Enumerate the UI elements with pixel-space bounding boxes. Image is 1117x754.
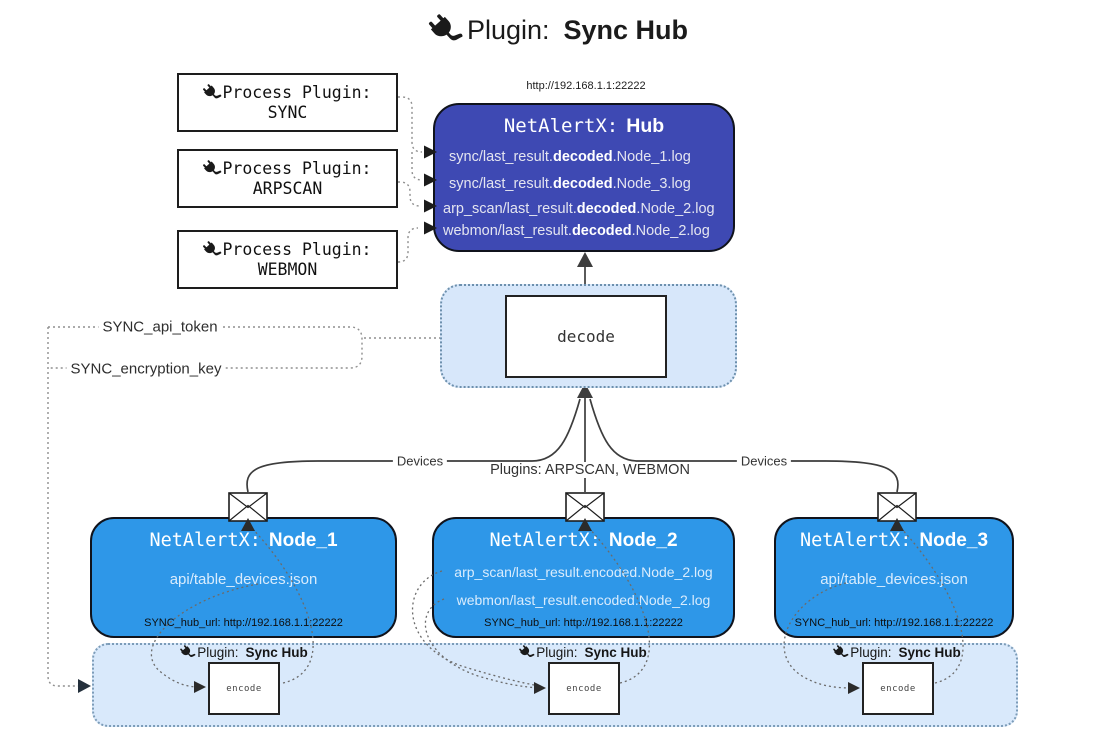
plug-icon <box>177 642 197 663</box>
envelope-icon <box>228 492 268 522</box>
hub-title: NetAlertX: Hub <box>435 115 733 138</box>
process-plugin-name: SYNC <box>267 103 308 122</box>
node3-file: api/table_devices.json <box>820 571 968 588</box>
node1-file: api/table_devices.json <box>169 571 318 588</box>
arrowhead-into-bar <box>78 679 91 693</box>
node2-footer: SYNC_hub_url: http://192.168.1.1:22222 <box>484 617 683 629</box>
process-plugin-label: Process Plugin: <box>222 159 372 178</box>
process-plugin-sync: Process Plugin: SYNC <box>177 73 398 132</box>
hub-file-row: webmon/last_result.decoded.Node_2.log <box>443 223 710 239</box>
edge-label-devices-right: Devices <box>736 453 792 469</box>
node2-file: arp_scan/last_result.encoded.Node_2.log <box>454 564 713 580</box>
envelope-icon <box>877 492 917 522</box>
edge-sync-to-hub-2 <box>411 152 423 181</box>
plug-icon <box>516 642 536 663</box>
node1-title: NetAlertX:Node_1 <box>149 530 338 551</box>
edge-webmon-to-hub <box>397 227 419 263</box>
hub-box: NetAlertX: Hub sync/last_result.decoded.N… <box>433 103 735 252</box>
plug-icon <box>422 8 467 53</box>
hub-title-name: Hub <box>626 115 665 137</box>
page-title: Plugin: Sync Hub <box>0 14 1117 47</box>
edge-label-devices-left: Devices <box>392 453 448 469</box>
hub-file-row: sync/last_result.decoded.Node_3.log <box>449 176 691 192</box>
config-api-token-label: SYNC_api_token <box>98 318 222 336</box>
edge-config-to-encoders <box>47 327 78 687</box>
config-encryption-key-label: SYNC_encryption_key <box>66 360 226 378</box>
edge-arpscan-to-hub <box>398 181 421 207</box>
process-plugin-arpscan: Process Plugin: ARPSCAN <box>177 149 398 208</box>
node2-title: NetAlertX:Node_2 <box>489 530 678 551</box>
encoder2-label: Plugin:Sync Hub <box>519 645 647 660</box>
edge-sync-to-hub-1 <box>398 96 423 153</box>
process-plugin-label: Process Plugin: <box>222 83 372 102</box>
edge-node1-decode <box>246 398 581 493</box>
hub-title-app: NetAlertX: <box>503 115 619 137</box>
encode-box-3: encode <box>862 662 934 715</box>
hub-file-row: arp_scan/last_result.decoded.Node_2.log <box>443 201 715 217</box>
process-plugin-webmon: Process Plugin: WEBMON <box>177 230 398 289</box>
process-plugin-name: ARPSCAN <box>252 179 323 198</box>
process-plugin-label: Process Plugin: <box>222 240 372 259</box>
encoder3-label: Plugin:Sync Hub <box>833 645 961 660</box>
node3-box: NetAlertX:Node_3 api/table_devices.json … <box>774 517 1014 638</box>
edge-label-plugins-middle: Plugins: ARPSCAN, WEBMON <box>486 462 694 478</box>
plug-icon <box>200 237 225 262</box>
node1-footer: SYNC_hub_url: http://192.168.1.1:22222 <box>144 617 343 629</box>
hub-url: http://192.168.1.1:22222 <box>526 80 646 92</box>
page-title-name: Sync Hub <box>563 15 689 45</box>
decode-box: decode <box>505 295 667 378</box>
node3-title: NetAlertX:Node_3 <box>799 530 989 551</box>
node3-footer: SYNC_hub_url: http://192.168.1.1:22222 <box>794 617 994 629</box>
plug-icon <box>830 642 850 663</box>
encode-box-1: encode <box>208 662 280 715</box>
encoder1-label: Plugin:Sync Hub <box>180 645 308 660</box>
plug-icon <box>200 156 225 181</box>
page-title-prefix: Plugin: <box>466 15 550 45</box>
node2-box: NetAlertX:Node_2 arp_scan/last_result.en… <box>432 517 735 638</box>
hub-file-row: sync/last_result.decoded.Node_1.log <box>449 149 691 165</box>
process-plugin-name: WEBMON <box>257 260 318 279</box>
node2-file: webmon/last_result.encoded.Node_2.log <box>456 592 711 608</box>
edge-node3-decode <box>589 398 899 493</box>
encode-box-2: encode <box>548 662 620 715</box>
envelope-icon <box>565 492 605 522</box>
arrowhead-into-hub <box>577 252 593 267</box>
plug-icon <box>200 80 225 105</box>
node1-box: NetAlertX:Node_1 api/table_devices.json … <box>90 517 397 638</box>
